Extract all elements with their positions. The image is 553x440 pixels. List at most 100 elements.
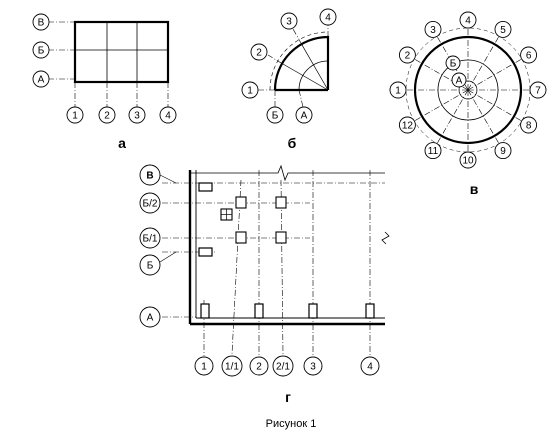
figure-g-row-label: Б/2 bbox=[143, 199, 158, 210]
figure-v-radial-bubble: 2 bbox=[398, 46, 416, 64]
figure-v-radial-bubble: 1 bbox=[389, 81, 407, 99]
figure-v-radial-label: 2 bbox=[405, 51, 411, 62]
figure-v-radial-label: 10 bbox=[462, 156, 474, 167]
figure-v-ring-label: А bbox=[456, 76, 463, 87]
figure-v-radial-lines bbox=[406, 28, 530, 152]
figure-g-col-label: 4 bbox=[367, 362, 373, 373]
figure-v-radial-label: 8 bbox=[526, 121, 532, 132]
figure-v-radial-label: 12 bbox=[402, 121, 414, 132]
figure-b-radial-label: 2 bbox=[256, 48, 262, 59]
figure-g-row-axis-lines bbox=[162, 182, 385, 318]
figure-g-col-bubble-2-1: 2/1 bbox=[272, 355, 294, 377]
figure-g-wall-inner-lines bbox=[195, 170, 385, 319]
figure-a-outline bbox=[73, 20, 170, 84]
figure-g-col-label: 1 bbox=[201, 362, 207, 373]
figure-a-col-bubble-1: 1 bbox=[66, 106, 84, 124]
figure-a-col-label: 2 bbox=[104, 111, 110, 122]
figure-b-radial-bubble-4: 4 bbox=[319, 8, 337, 26]
figure-g-col-axis-lines bbox=[203, 170, 371, 356]
figure-v-radial-bubble: 4 bbox=[459, 11, 477, 29]
figure-v-radial-label: 7 bbox=[535, 86, 541, 97]
figure-g-wall-node bbox=[198, 247, 213, 257]
figure-v-radial-bubble: 8 bbox=[520, 116, 538, 134]
figure-b-label: б bbox=[288, 135, 297, 151]
figure-b: 1 2 3 4 Б А б bbox=[241, 8, 337, 151]
figure-a-label: а bbox=[118, 135, 126, 151]
figure-v-radial-label: 9 bbox=[500, 146, 506, 157]
figure-v-radial-label: 4 bbox=[465, 16, 471, 27]
figure-b-radial-bubble-1: 1 bbox=[241, 81, 259, 99]
figure-b-outer-arc bbox=[273, 35, 330, 91]
figure-b-radials bbox=[281, 43, 329, 91]
figure-b-arc-label: Б bbox=[272, 111, 279, 122]
figure-g-row-bubble-b2: Б/2 bbox=[139, 192, 161, 214]
figure-b-arc-bubble-b: Б bbox=[266, 106, 284, 124]
figure-g-row-bubble-v: В bbox=[139, 164, 177, 186]
figure-v-radial-label: 5 bbox=[500, 25, 506, 36]
figure-a-row-bubble-b: Б bbox=[32, 41, 50, 59]
figure-a-col-bubble-2: 2 bbox=[98, 106, 116, 124]
figure-g-columns bbox=[235, 196, 287, 244]
figure-b-axis-lines bbox=[258, 25, 329, 108]
figure-v-radial-label: 11 bbox=[428, 146, 439, 157]
figure-v-radial-bubble: 5 bbox=[494, 20, 512, 38]
figure-g-window-element bbox=[220, 208, 233, 221]
figure-v-radial-bubble: 12 bbox=[398, 116, 416, 134]
figure-b-arc-label: А bbox=[301, 111, 308, 122]
figure-g-row-label: А bbox=[147, 313, 154, 324]
figure-a-col-bubble-4: 4 bbox=[159, 106, 177, 124]
figure-v-radial-label: 6 bbox=[526, 51, 532, 62]
figure-g-col-bubble-1-1: 1/1 bbox=[221, 355, 243, 377]
figure-b-inner-arc bbox=[298, 60, 329, 91]
figure-v-ring-label: Б bbox=[450, 59, 457, 70]
figure-v-radial-label: 1 bbox=[395, 86, 401, 97]
figure-g-row-label: Б bbox=[147, 261, 154, 272]
figure-g-row-bubble-b1: Б/1 bbox=[139, 227, 161, 249]
figure-a-row-bubble-v: В bbox=[32, 13, 50, 31]
figure-a-col-label: 4 bbox=[165, 111, 171, 122]
figure-g-row-bubble-a: А bbox=[139, 306, 161, 328]
figure-g-row-label: В bbox=[146, 171, 153, 182]
figure-caption: Рисунок 1 bbox=[266, 418, 317, 430]
figure-g-right-break-line bbox=[381, 231, 390, 245]
figure-b-arc-bubble-a: А bbox=[295, 106, 313, 124]
figure-g-row-bubble-b: Б bbox=[139, 251, 177, 276]
figure-g-col-label: 3 bbox=[310, 362, 316, 373]
figure-b-radial-bubble-3: 3 bbox=[280, 12, 298, 30]
figure-b-radial-bubble-2: 2 bbox=[250, 43, 268, 61]
figure-g-label: г bbox=[285, 389, 291, 405]
figure-a-col-label: 3 bbox=[134, 111, 140, 122]
figure-v-radial-bubble: 11 bbox=[424, 142, 442, 160]
figure-g-top-break-line bbox=[190, 164, 385, 182]
figure-a-col-label: 1 bbox=[72, 111, 78, 122]
figure-g: В Б/2 Б/1 Б А 1 1/1 bbox=[139, 164, 390, 405]
figure-a-col-bubble-3: 3 bbox=[128, 106, 146, 124]
figure-a-row-label: А bbox=[38, 75, 45, 86]
figure-g-col-bubble-1: 1 bbox=[194, 356, 214, 376]
figure-a-row-label: В bbox=[38, 18, 45, 29]
figure-g-col-bubble-3: 3 bbox=[303, 356, 323, 376]
figure-g-col-bubble-4: 4 bbox=[360, 356, 380, 376]
figure-v-radial-label: 3 bbox=[430, 25, 436, 36]
figure-b-radial-label: 1 bbox=[247, 86, 253, 97]
figure-v-radial-bubble: 9 bbox=[494, 142, 512, 160]
figure-b-radial-label: 4 bbox=[325, 13, 331, 24]
figure-v-radial-bubble: 6 bbox=[520, 46, 538, 64]
figure-g-col-label: 1/1 bbox=[225, 362, 239, 373]
figure-g-col-bubble-2: 2 bbox=[249, 356, 269, 376]
figure-v-ring-bubble-a: А bbox=[451, 72, 467, 88]
figure-g-row-label: Б/1 bbox=[143, 234, 158, 245]
figure-a-axis-lines bbox=[48, 21, 169, 107]
figure-v-radial-bubble: 7 bbox=[529, 81, 547, 99]
figure-g-col-label: 2/1 bbox=[276, 362, 290, 373]
figure-v-radial-bubble: 3 bbox=[424, 20, 442, 38]
figure-v-radial-bubble: 10 bbox=[459, 151, 477, 169]
figure-a-row-label: Б bbox=[38, 46, 45, 57]
figure-v-label: в bbox=[470, 181, 479, 197]
figure-b-radial-label: 3 bbox=[286, 17, 292, 28]
figure-g-wall-node bbox=[198, 182, 213, 192]
figure-g-walls bbox=[188, 170, 385, 326]
